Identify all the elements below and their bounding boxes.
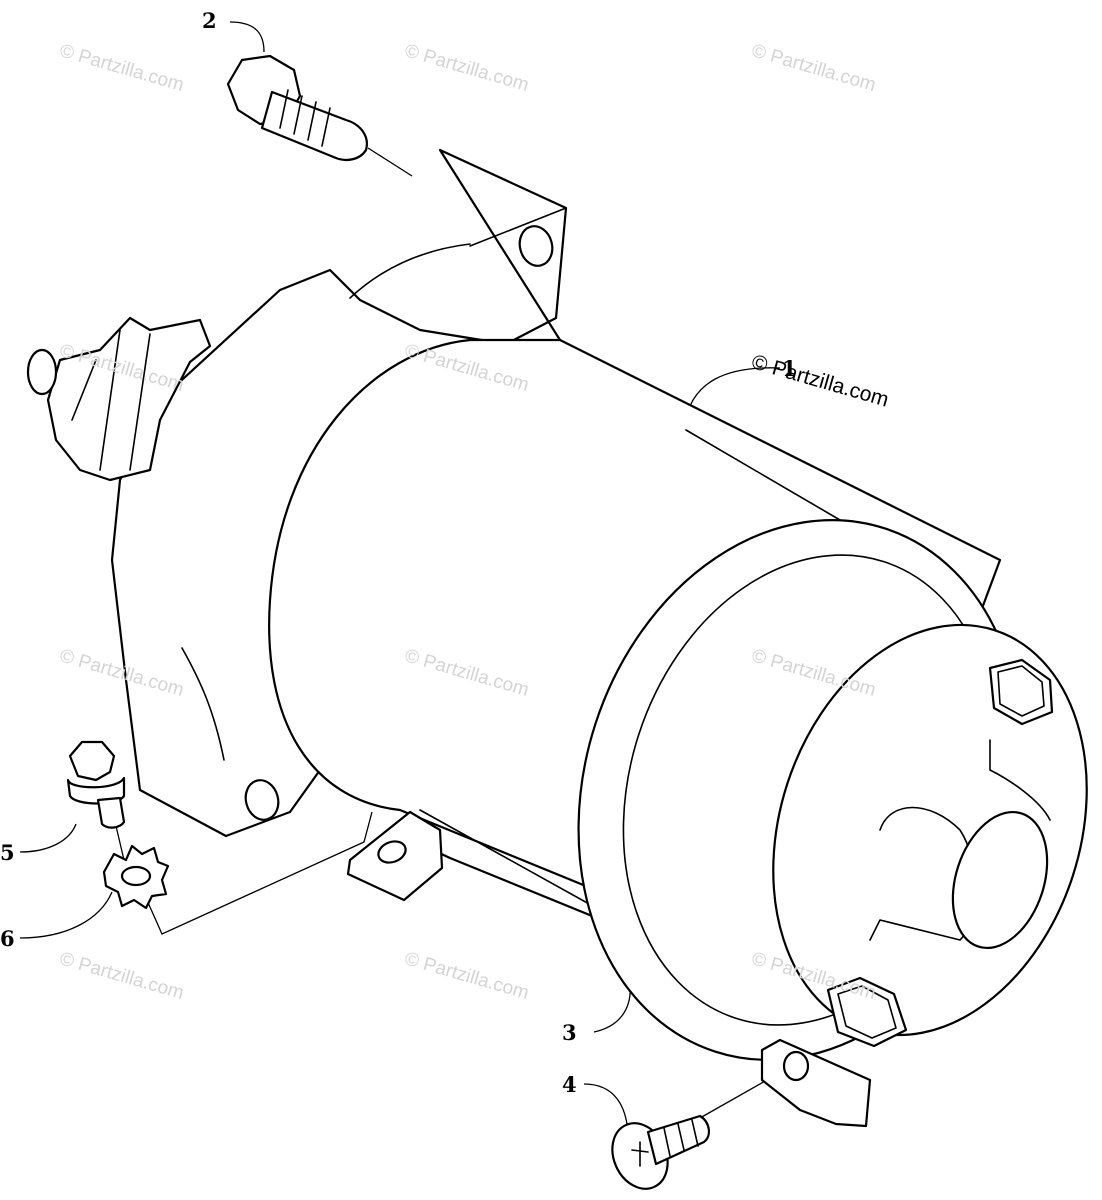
flange-hole-bottom <box>244 779 280 821</box>
ground-bolt-5 <box>66 740 126 829</box>
callout-4[interactable]: 4 <box>562 1072 577 1097</box>
through-bolt-bottom <box>826 976 908 1048</box>
end-cap-bearing-boss <box>951 810 1049 950</box>
bolt5-axis-line <box>115 825 125 861</box>
pinion-teeth <box>71 329 151 471</box>
pinion-gear <box>46 316 212 482</box>
end-cap-step <box>989 739 1051 821</box>
barrel-top-edge <box>685 429 841 521</box>
leader-line-4 <box>583 1083 629 1133</box>
star-washer-6 <box>102 844 170 910</box>
pinion-shaft-end <box>26 348 58 396</box>
ground-path-line <box>145 811 373 935</box>
leader-line-3 <box>593 983 631 1033</box>
nose-contour <box>181 647 225 761</box>
flange-bolt-2 <box>226 54 368 161</box>
barrel-bottom-edge <box>419 809 601 911</box>
ground-tab-hole <box>377 840 407 864</box>
callout-3[interactable]: 3 <box>562 1020 577 1045</box>
leader-line-5 <box>19 823 77 853</box>
torx-screw-4 <box>611 1114 710 1190</box>
callout-2[interactable]: 2 <box>202 8 217 33</box>
callout-5[interactable]: 5 <box>0 840 15 865</box>
bolt-axis-line <box>367 147 413 177</box>
leader-line-6 <box>19 891 113 939</box>
flange-top-edge <box>469 207 567 247</box>
leader-line-2 <box>229 21 265 53</box>
bottom-mount-hole <box>782 1050 810 1082</box>
callout-6[interactable]: 6 <box>0 926 15 951</box>
flange-edge-curve <box>349 243 471 299</box>
through-bolt-top <box>988 658 1054 726</box>
flange-hole-top <box>518 225 554 267</box>
callout-1[interactable]: 1 <box>782 356 797 381</box>
